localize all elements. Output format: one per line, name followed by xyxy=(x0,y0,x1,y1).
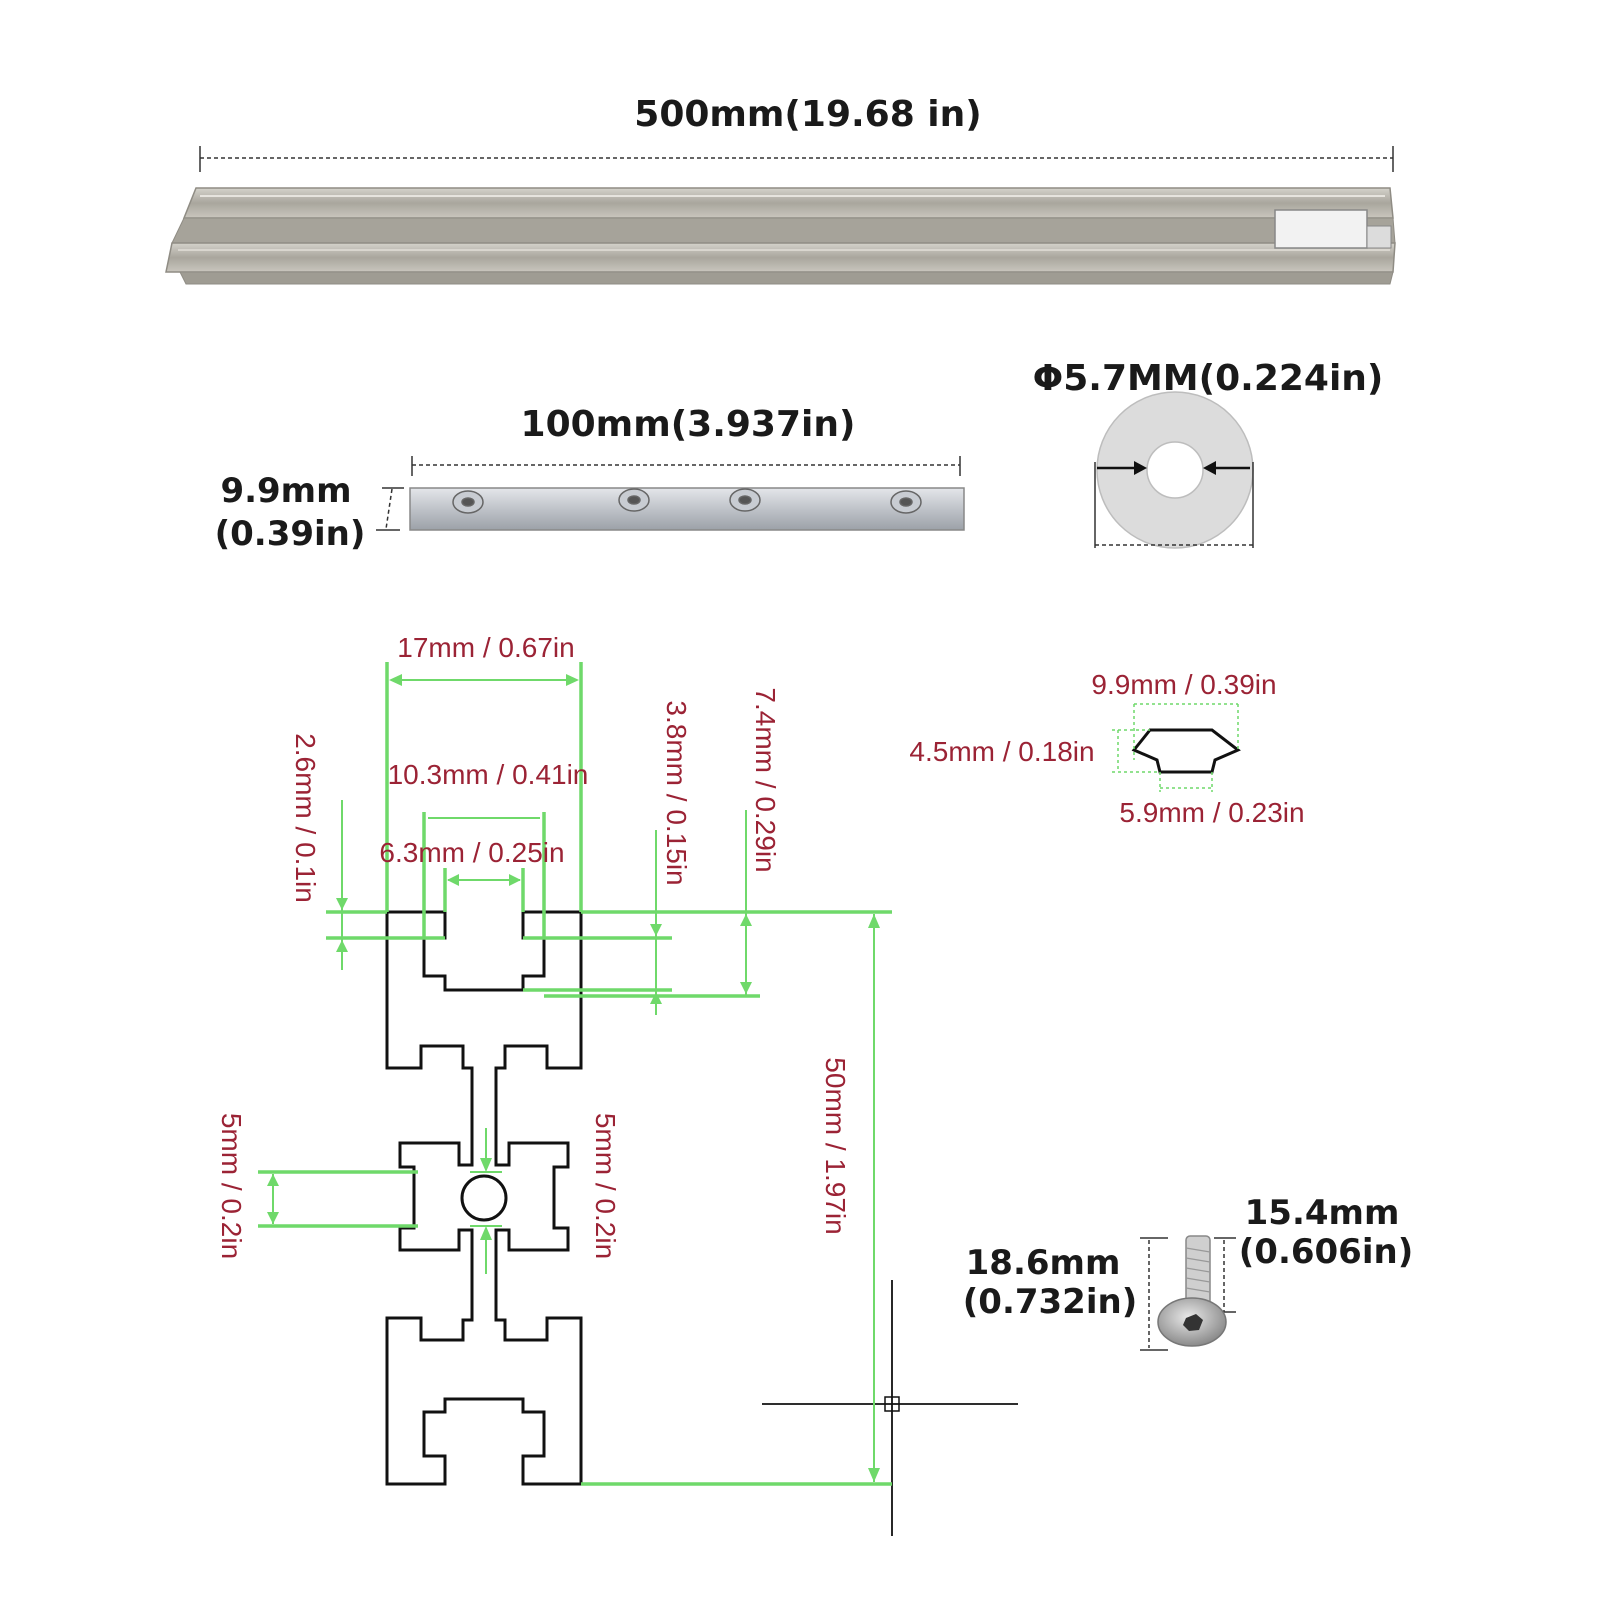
profile-dimension-labels: 17mm / 0.67in 10.3mm / 0.41in 6.3mm / 0.… xyxy=(216,632,851,1259)
bore-left-label: 5mm / 0.2in xyxy=(216,1113,247,1259)
bar-countersunk-holes xyxy=(452,488,922,514)
width-6-3mm-label: 6.3mm / 0.25in xyxy=(379,837,564,868)
nut-width-label: 9.9mm / 0.39in xyxy=(1091,669,1276,700)
washer: Φ5.7MM(0.224in) xyxy=(1033,358,1384,549)
washer-diameter-label: Φ5.7MM(0.224in) xyxy=(1033,358,1384,399)
slide-nut-profile: 9.9mm / 0.39in 4.5mm / 0.18in 5.9mm / 0.… xyxy=(909,669,1304,828)
screw-length-mm-label: 18.6mm xyxy=(966,1243,1121,1283)
height-50mm-label: 50mm / 1.97in xyxy=(820,1057,851,1234)
button-head-screw: 15.4mm (0.606in) 18.6mm (0.732in) xyxy=(963,1193,1413,1351)
depth-3-8mm-label: 3.8mm / 0.15in xyxy=(661,700,692,885)
bar-thickness-in-label: (0.39in) xyxy=(215,514,366,554)
center-bore xyxy=(460,1174,508,1222)
bar-thickness-mm-label: 9.9mm xyxy=(220,471,351,511)
bar-body xyxy=(409,487,965,531)
profile-cross-section xyxy=(385,910,1018,1536)
t-slot-bar: 100mm(3.937in) 9.9mm (0.39in) xyxy=(215,404,965,554)
screw-shank-in-label: (0.606in) xyxy=(1239,1232,1413,1272)
width-17mm-label: 17mm / 0.67in xyxy=(397,632,574,663)
nut-bottom-label: 5.9mm / 0.23in xyxy=(1119,797,1304,828)
profile-dimension-lines xyxy=(258,662,892,1486)
t-track-rail: 500mm(19.68 in) xyxy=(165,94,1396,285)
rail-body xyxy=(165,187,1396,285)
screw-shank-mm-label: 15.4mm xyxy=(1245,1193,1400,1233)
depth-7-4mm-label: 7.4mm / 0.29in xyxy=(750,687,781,872)
nut-height-label: 4.5mm / 0.18in xyxy=(909,736,1094,767)
nut-outline xyxy=(1131,728,1241,774)
bar-length-label: 100mm(3.937in) xyxy=(521,404,856,445)
bore-right-label: 5mm / 0.2in xyxy=(590,1113,621,1259)
rail-length-label: 500mm(19.68 in) xyxy=(634,94,981,135)
width-10-3mm-label: 10.3mm / 0.41in xyxy=(388,759,589,790)
depth-2-6mm-label: 2.6mm / 0.1in xyxy=(290,733,321,903)
hex-socket-icon xyxy=(1183,1314,1203,1331)
washer-hole xyxy=(1146,441,1204,499)
screw-length-in-label: (0.732in) xyxy=(963,1282,1137,1322)
